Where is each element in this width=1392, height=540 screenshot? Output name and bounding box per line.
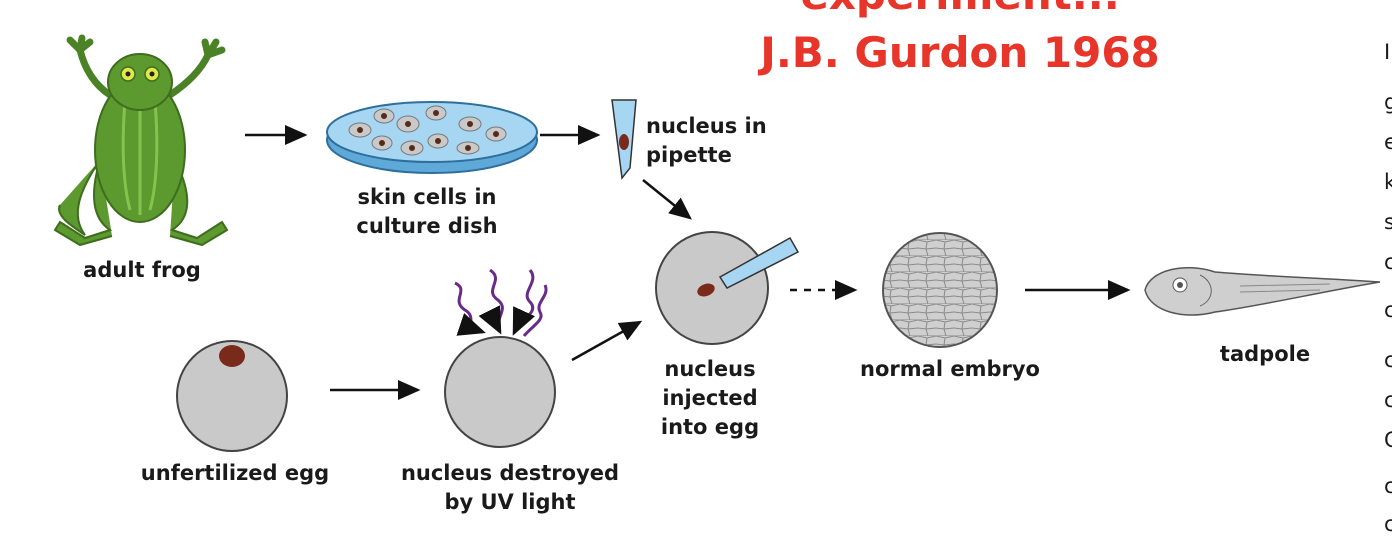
label-skin-cells-line2: culture dish xyxy=(356,214,498,238)
side-text-fragment: g xyxy=(1384,90,1392,114)
side-text-fragment: c xyxy=(1384,388,1392,412)
side-text-fragment: k xyxy=(1384,170,1392,194)
label-tadpole: tadpole xyxy=(1219,342,1311,366)
label-injected-line2: injected xyxy=(662,386,758,410)
unfertilized-egg-image xyxy=(176,340,288,452)
side-text-fragment: c xyxy=(1384,298,1392,322)
label-skin-cells-line1: skin cells in xyxy=(357,185,497,209)
side-text-fragment: c xyxy=(1384,250,1392,274)
label-destroyed-line1: nucleus destroyed xyxy=(400,461,620,485)
side-text-fragment: c xyxy=(1384,512,1392,536)
side-text-fragment: I xyxy=(1384,40,1391,64)
title-line-2: J.B. Gurdon 1968 xyxy=(760,28,1160,77)
label-unfertilized-egg: unfertilized egg xyxy=(140,461,330,485)
adult-frog-image xyxy=(53,34,229,247)
label-injected-line3: into egg xyxy=(660,415,760,439)
culture-dish-image xyxy=(326,101,538,174)
normal-embryo-image xyxy=(882,232,998,348)
label-injected-line1: nucleus xyxy=(664,357,756,381)
uv-egg-image xyxy=(444,336,556,448)
arrow-uv-to-injected xyxy=(571,320,643,362)
side-text-fragment: s xyxy=(1384,210,1392,234)
label-adult-frog: adult frog xyxy=(83,258,201,282)
label-destroyed-line2: by UV light xyxy=(444,490,576,514)
label-normal-embryo: normal embryo xyxy=(860,357,1040,381)
side-text-fragment: C xyxy=(1384,428,1392,452)
title-line-1: experiment... xyxy=(700,0,1220,20)
uv-rays-icon xyxy=(454,268,548,337)
side-text-fragment: c xyxy=(1384,348,1392,372)
label-pipette-line2: pipette xyxy=(646,143,732,167)
tadpole-image xyxy=(1144,266,1381,316)
label-pipette-line1: nucleus in xyxy=(646,114,767,138)
injected-egg-image xyxy=(655,231,800,345)
side-text-fragment: e xyxy=(1384,130,1392,154)
side-text-fragment: c xyxy=(1384,474,1392,498)
pipette-image xyxy=(611,99,637,180)
arrow-pipette-to-egg xyxy=(642,179,692,220)
